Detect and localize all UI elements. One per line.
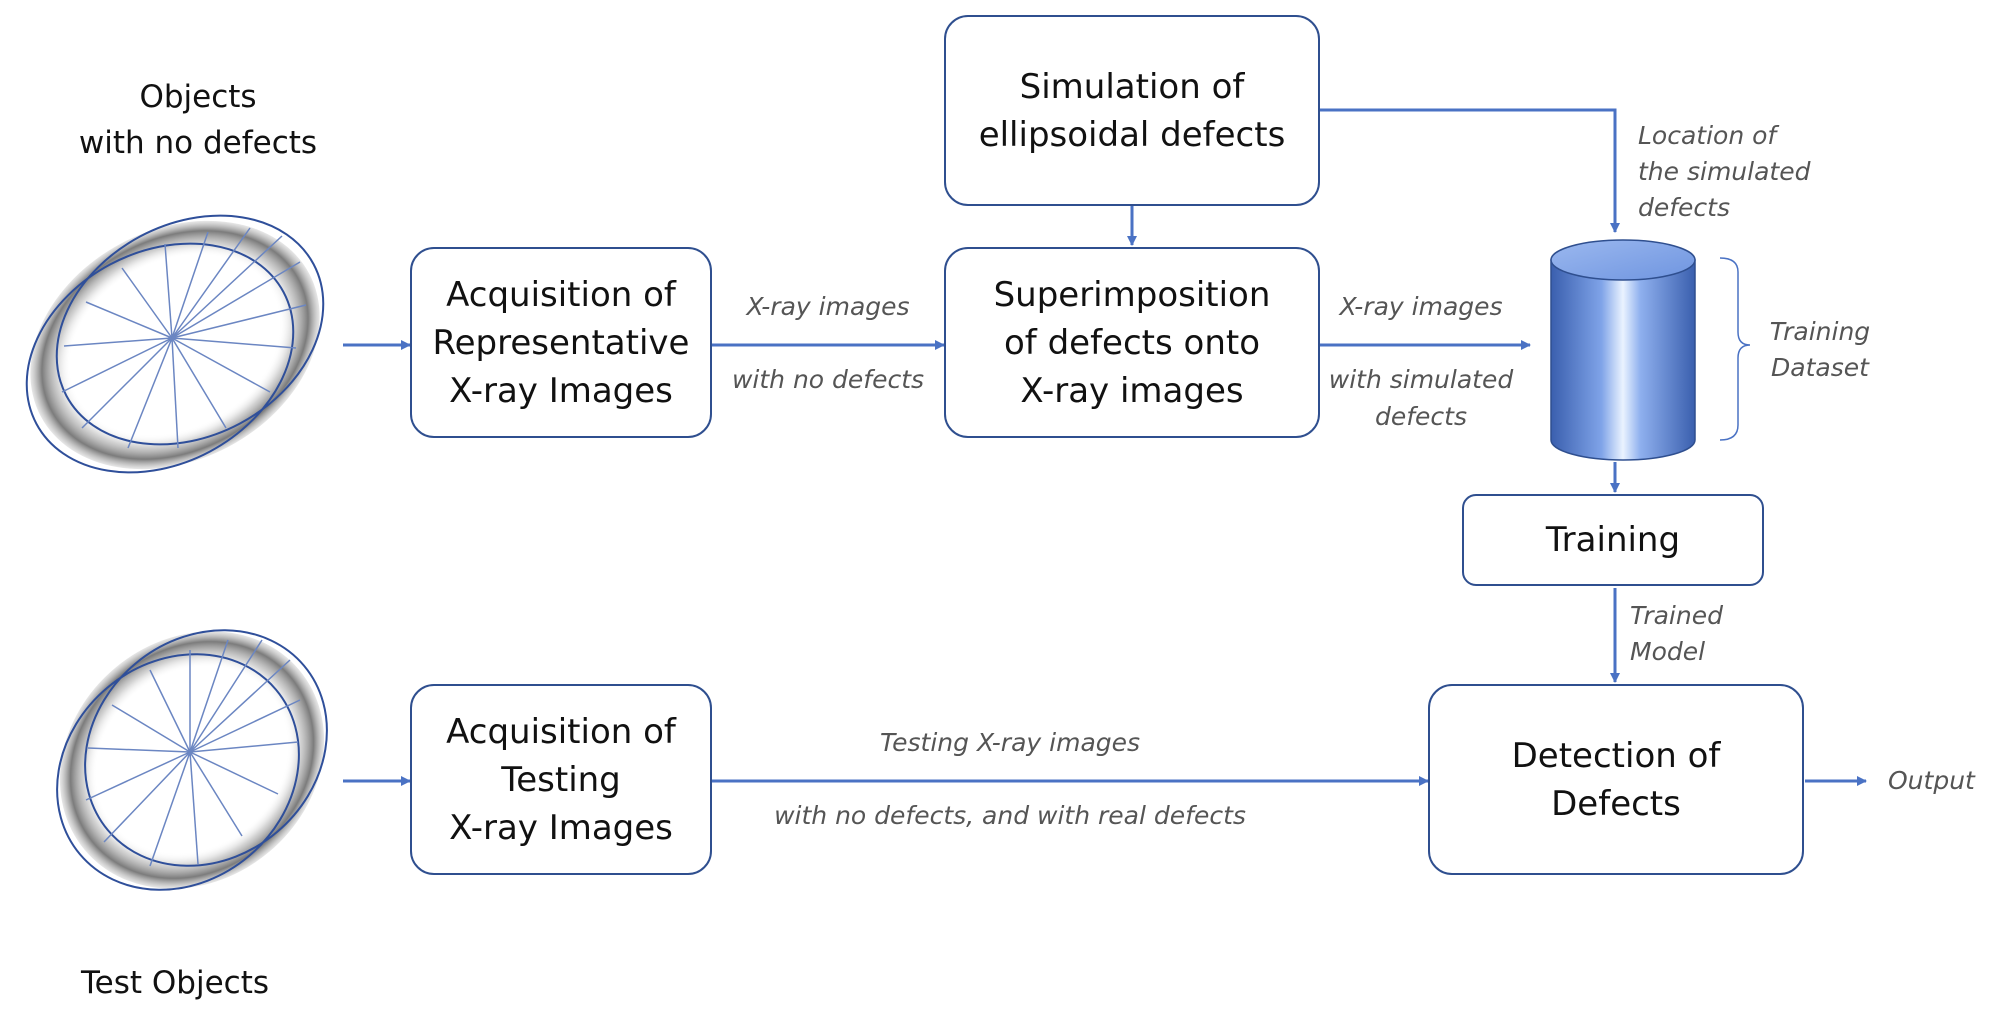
label-line: Training bbox=[1769, 317, 1871, 346]
training-dataset-bracket-icon bbox=[1719, 257, 1751, 441]
label-line: with simulated bbox=[1328, 365, 1514, 394]
xray-simulated-label: X-ray images with simulated defects bbox=[1322, 288, 1520, 435]
label-line: X-ray images bbox=[1339, 292, 1503, 321]
caption-line: Test Objects bbox=[80, 965, 269, 1001]
acquisition-testing-box: Acquisition of Testing X-ray Images bbox=[410, 684, 712, 875]
training-objects-caption: Objects with no defects bbox=[60, 74, 336, 166]
box-line: Defects bbox=[1551, 783, 1681, 824]
label-line: defects bbox=[1638, 193, 1731, 222]
testing-images-label: Testing X-ray images with no defects, an… bbox=[740, 724, 1280, 834]
xray-no-defects-label: X-ray images with no defects bbox=[722, 288, 934, 398]
box-line: Acquisition of bbox=[446, 711, 676, 752]
training-dataset-cylinder-icon bbox=[1550, 239, 1696, 461]
test-object-wheel-icon bbox=[56, 629, 328, 891]
trained-model-label: Trained Model bbox=[1630, 598, 1723, 670]
label-line: the simulated bbox=[1638, 157, 1811, 186]
test-objects-caption: Test Objects bbox=[60, 960, 290, 1006]
box-line: X-ray Images bbox=[449, 807, 673, 848]
label-line: X-ray images bbox=[746, 292, 910, 321]
caption-line: with no defects bbox=[78, 125, 318, 161]
box-line: X-ray images bbox=[1020, 370, 1244, 411]
box-line: Superimposition bbox=[993, 274, 1271, 315]
box-line: X-ray Images bbox=[449, 370, 673, 411]
label-line: with no defects bbox=[731, 365, 925, 394]
arrow-simulation-to-dataset bbox=[1320, 108, 1620, 233]
box-line: Detection of bbox=[1511, 735, 1721, 776]
label-line: defects bbox=[1374, 402, 1467, 431]
detection-box: Detection of Defects bbox=[1428, 684, 1804, 875]
location-simulated-label: Location of the simulated defects bbox=[1638, 118, 1810, 226]
output-label: Output bbox=[1888, 763, 1975, 799]
box-line: Testing bbox=[501, 759, 621, 800]
label-line: Output bbox=[1888, 766, 1975, 795]
simulation-box: Simulation of ellipsoidal defects bbox=[944, 15, 1320, 206]
training-object-wheel-icon bbox=[25, 214, 325, 474]
training-dataset-label: Training Dataset bbox=[1758, 314, 1882, 386]
box-line: Simulation of bbox=[1019, 66, 1245, 107]
caption-line: Objects bbox=[139, 79, 257, 115]
acquisition-representative-box: Acquisition of Representative X-ray Imag… bbox=[410, 247, 712, 438]
label-line: Dataset bbox=[1771, 353, 1869, 382]
box-line: Representative bbox=[432, 322, 690, 363]
label-line: Model bbox=[1630, 637, 1706, 666]
superimposition-box: Superimposition of defects onto X-ray im… bbox=[944, 247, 1320, 438]
box-line: Training bbox=[1545, 520, 1681, 560]
box-line: Acquisition of bbox=[446, 274, 676, 315]
label-line: Testing X-ray images bbox=[879, 728, 1141, 757]
label-line: Trained bbox=[1630, 601, 1723, 630]
label-line: Location of bbox=[1638, 121, 1777, 150]
box-line: ellipsoidal defects bbox=[978, 114, 1286, 155]
training-box: Training bbox=[1462, 494, 1764, 586]
box-line: of defects onto bbox=[1004, 322, 1260, 363]
label-line: with no defects, and with real defects bbox=[774, 801, 1246, 830]
